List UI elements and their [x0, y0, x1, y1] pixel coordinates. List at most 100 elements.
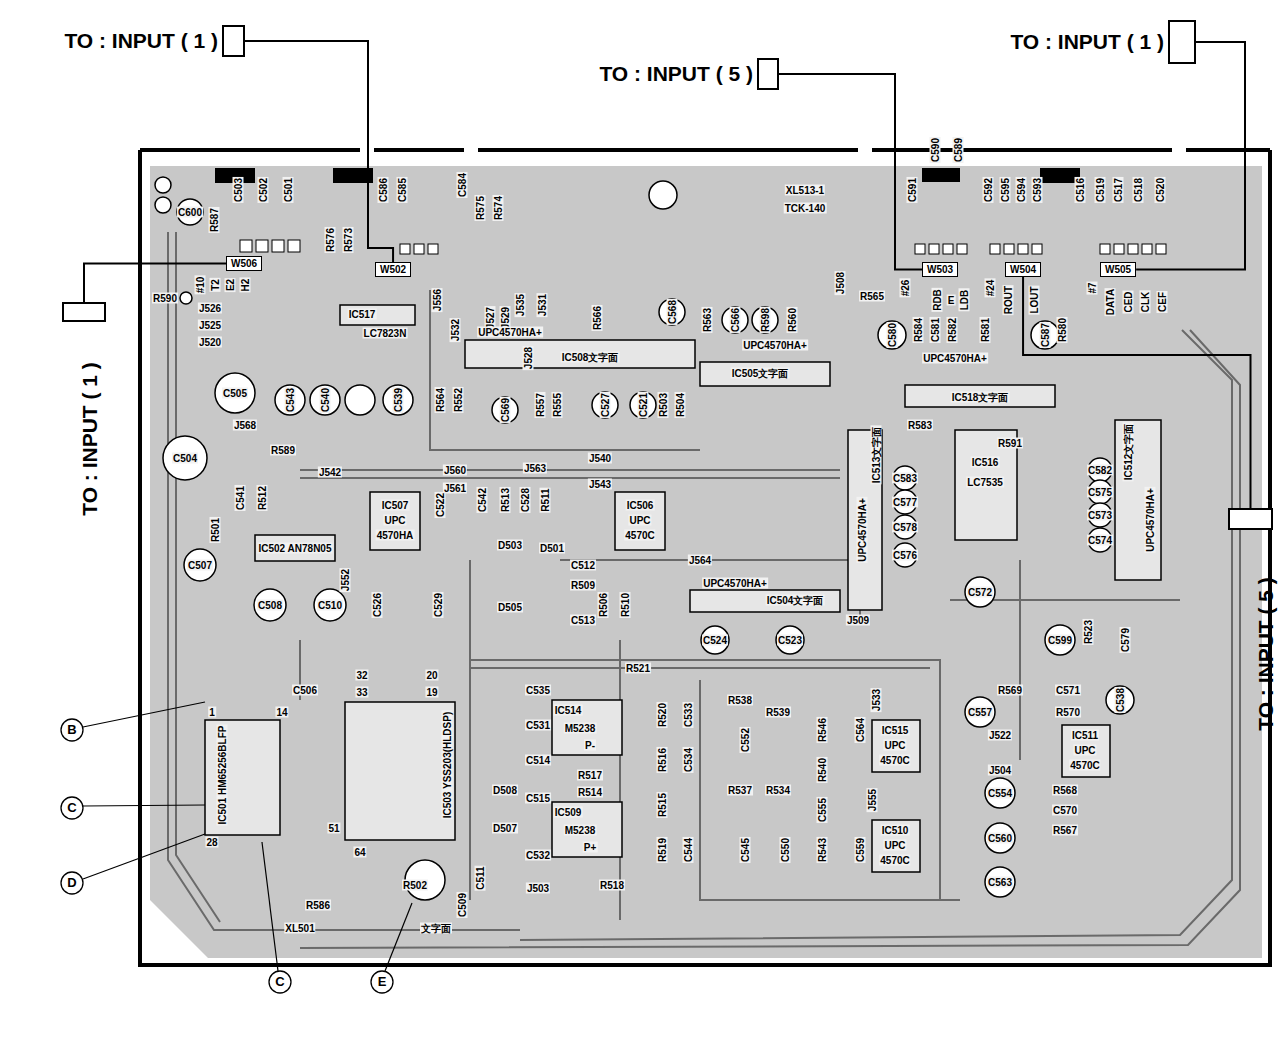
- component-label: J561: [443, 483, 467, 494]
- component-label: R511: [540, 487, 551, 512]
- component-label: C521: [638, 392, 649, 418]
- component-label: XL501: [284, 923, 315, 934]
- component-label: J525: [198, 320, 222, 331]
- component-label: C559: [855, 837, 866, 863]
- component-label: C600: [177, 207, 203, 218]
- component-label: C539: [393, 387, 404, 413]
- component-label: R537: [727, 785, 753, 796]
- connector-name: W503: [927, 264, 953, 275]
- component-label: J532: [450, 318, 461, 342]
- component-label: C542: [477, 487, 488, 513]
- component-label: IC516: [971, 457, 1000, 468]
- component-label: C582: [1087, 465, 1113, 476]
- component-label: C512: [570, 560, 596, 571]
- component-label: C560: [987, 833, 1013, 844]
- component-label: R555: [552, 392, 563, 418]
- component-label: C550: [780, 837, 791, 863]
- component-label: R539: [765, 707, 791, 718]
- component-label: M5238: [564, 723, 597, 734]
- component-label: IC513文字面: [871, 426, 882, 485]
- component-label: C519: [1095, 177, 1106, 203]
- component-label: UPC4570HA+: [742, 340, 808, 351]
- connector-name: W502: [380, 264, 406, 275]
- component-label: R519: [657, 837, 668, 863]
- component-label: #7: [1087, 281, 1098, 294]
- component-label: C585: [397, 177, 408, 203]
- component-label: 文字面: [420, 923, 452, 934]
- component-label: C540: [320, 387, 331, 413]
- component-label: 1: [208, 707, 216, 718]
- component-label: C566: [730, 307, 741, 333]
- component-label: IC514: [554, 705, 583, 716]
- component-label: R573: [343, 227, 354, 253]
- component-label: C583: [892, 473, 918, 484]
- component-label: UPC4570HA+: [857, 497, 868, 563]
- component-label: R598: [760, 307, 771, 333]
- callout-letter: E: [378, 975, 387, 989]
- component-label: J563: [523, 463, 547, 474]
- component-label: 4570C: [1069, 760, 1100, 771]
- component-label: D505: [497, 602, 523, 613]
- connector-footprint: W503: [922, 262, 958, 277]
- component-label: J543: [588, 479, 612, 490]
- component-label: J509: [846, 615, 870, 626]
- component-label: C529: [433, 592, 444, 618]
- destination-label: TO : INPUT ( 1 ): [78, 362, 101, 516]
- component-label: R569: [997, 685, 1023, 696]
- component-label: C523: [777, 635, 803, 646]
- component-label: H2: [240, 278, 251, 293]
- component-label: C545: [740, 837, 751, 863]
- component-label: #10: [195, 276, 206, 295]
- component-label: C568: [667, 299, 678, 325]
- component-label: R564: [435, 387, 446, 413]
- component-label: #26: [900, 279, 911, 298]
- component-label: R517: [577, 770, 603, 781]
- component-label: C518: [1133, 177, 1144, 203]
- component-label: C531: [525, 720, 551, 731]
- component-label: C522: [435, 492, 446, 518]
- component-label: C532: [525, 850, 551, 861]
- component-label: C570: [1052, 805, 1078, 816]
- component-label: 4570C: [624, 530, 655, 541]
- component-label: IC507: [381, 500, 410, 511]
- component-label: CLK: [1140, 291, 1151, 314]
- component-label: 28: [205, 837, 218, 848]
- cable-wire: [1023, 277, 1250, 508]
- component-label: C552: [740, 727, 751, 753]
- component-label: 32: [355, 670, 368, 681]
- component-label: R570: [1055, 707, 1081, 718]
- component-label: R543: [817, 837, 828, 863]
- chip-outlines: [205, 305, 1161, 872]
- connector-plug: TO : INPUT ( 5 ): [1228, 508, 1273, 530]
- component-label: UPC4570HA+: [922, 353, 988, 364]
- component-label: R574: [493, 195, 504, 221]
- component-label: R506: [598, 592, 609, 618]
- component-label: C584: [457, 172, 468, 198]
- component-label: C573: [1087, 510, 1113, 521]
- component-label: C516: [1075, 177, 1086, 203]
- component-label: P+: [583, 842, 598, 853]
- cable-wire: [1136, 42, 1245, 270]
- component-label: C571: [1055, 685, 1081, 696]
- component-label: C563: [987, 877, 1013, 888]
- component-label: C599: [1047, 635, 1073, 646]
- component-label: C505: [222, 388, 248, 399]
- component-label: C586: [378, 177, 389, 203]
- component-label: CEF: [1157, 291, 1168, 313]
- component-label: C504: [172, 453, 198, 464]
- component-label: J552: [340, 568, 351, 592]
- component-label: R582: [947, 317, 958, 343]
- component-label: IC515: [881, 725, 910, 736]
- component-label: UPC4570HA+: [477, 327, 543, 338]
- component-label: R566: [592, 305, 603, 331]
- component-label: R515: [657, 792, 668, 818]
- component-label: R504: [675, 392, 686, 418]
- component-label: 14: [275, 707, 288, 718]
- component-label: R501: [210, 517, 221, 543]
- component-label: UPC: [383, 515, 406, 526]
- component-label: R540: [817, 757, 828, 783]
- component-label: J568: [233, 420, 257, 431]
- component-label: C524: [702, 635, 728, 646]
- component-label: C574: [1087, 535, 1113, 546]
- component-label: D508: [492, 785, 518, 796]
